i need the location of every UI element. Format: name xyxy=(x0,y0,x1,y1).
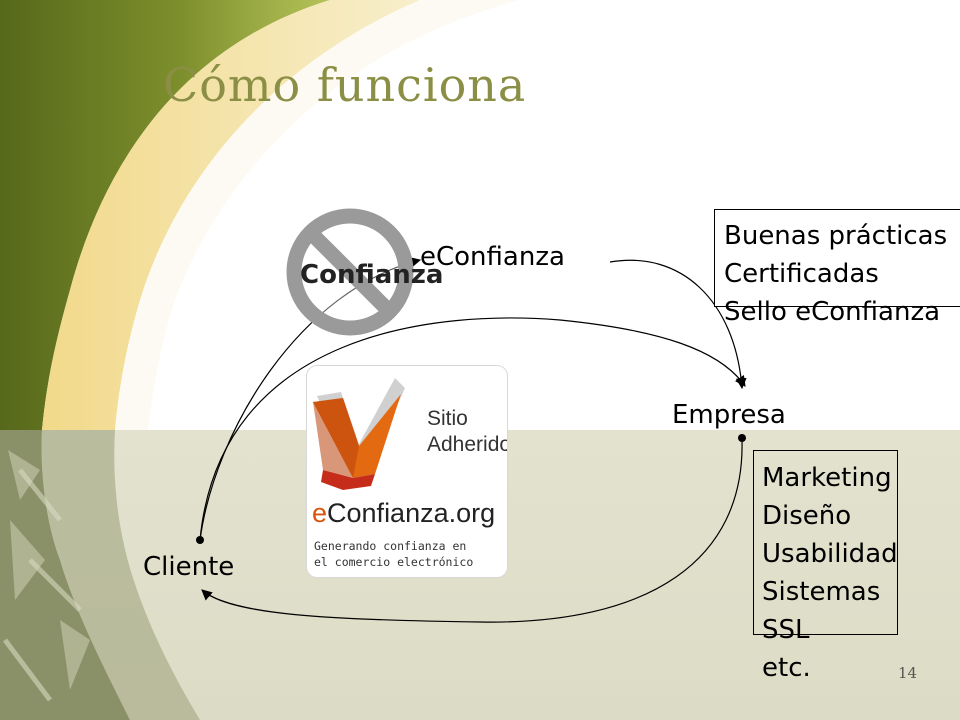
top-box-text: Buenas prácticas Certificadas Sello eCon… xyxy=(724,217,960,331)
bottom-box-line: Marketing xyxy=(762,463,892,493)
logo-domain: eConfianza.org xyxy=(312,498,495,529)
cliente-label: Cliente xyxy=(143,552,235,582)
page-number: 14 xyxy=(898,664,918,682)
cliente-node-dot xyxy=(196,536,204,544)
empresa-node-dot xyxy=(738,434,746,442)
logo-tagline2: el comercio electrónico xyxy=(314,555,474,569)
econfianza-logo: Sitio Adherido eConfianza.org Generando … xyxy=(307,366,507,577)
bottom-box xyxy=(753,450,898,635)
top-box xyxy=(714,209,960,307)
empresa-label: Empresa xyxy=(672,400,786,430)
slide-title: Cómo funciona xyxy=(163,58,527,112)
top-box-line: Certificadas xyxy=(724,259,879,289)
top-box-line: Sello eConfianza xyxy=(724,297,941,327)
logo-line2: Adherido xyxy=(427,433,507,456)
top-box-line: Buenas prácticas xyxy=(724,221,948,251)
logo-tagline1: Generando confianza en xyxy=(314,539,467,553)
bottom-box-line: Diseño xyxy=(762,501,852,531)
arrow-cliente-to-econfianza xyxy=(199,257,422,541)
arrow-cliente-to-empresa xyxy=(199,317,746,541)
bottom-box-line: Usabilidad xyxy=(762,539,898,569)
arrow-empresa-to-cliente xyxy=(201,439,743,623)
logo-domain-prefix: e xyxy=(312,498,328,528)
logo-tagline: Generando confianza en el comercio elect… xyxy=(314,538,473,570)
logo-domain-rest: Confianza.org xyxy=(327,498,496,528)
bottom-box-line: SSL xyxy=(762,615,810,645)
econfianza-label: eConfianza xyxy=(420,242,565,272)
confianza-crossed-label: Confianza xyxy=(300,260,444,290)
no-sign-icon xyxy=(286,208,414,336)
checkmark-logo-icon xyxy=(313,378,405,490)
logo-sitio-text: Sitio Adherido xyxy=(427,406,507,458)
arrow-econfianza-to-empresa xyxy=(609,259,747,390)
bottom-box-line: Sistemas xyxy=(762,577,881,607)
bottom-box-line: etc. xyxy=(762,653,811,683)
logo-line1: Sitio xyxy=(427,407,468,430)
bottom-box-text: Marketing Diseño Usabilidad Sistemas SSL… xyxy=(762,459,898,687)
